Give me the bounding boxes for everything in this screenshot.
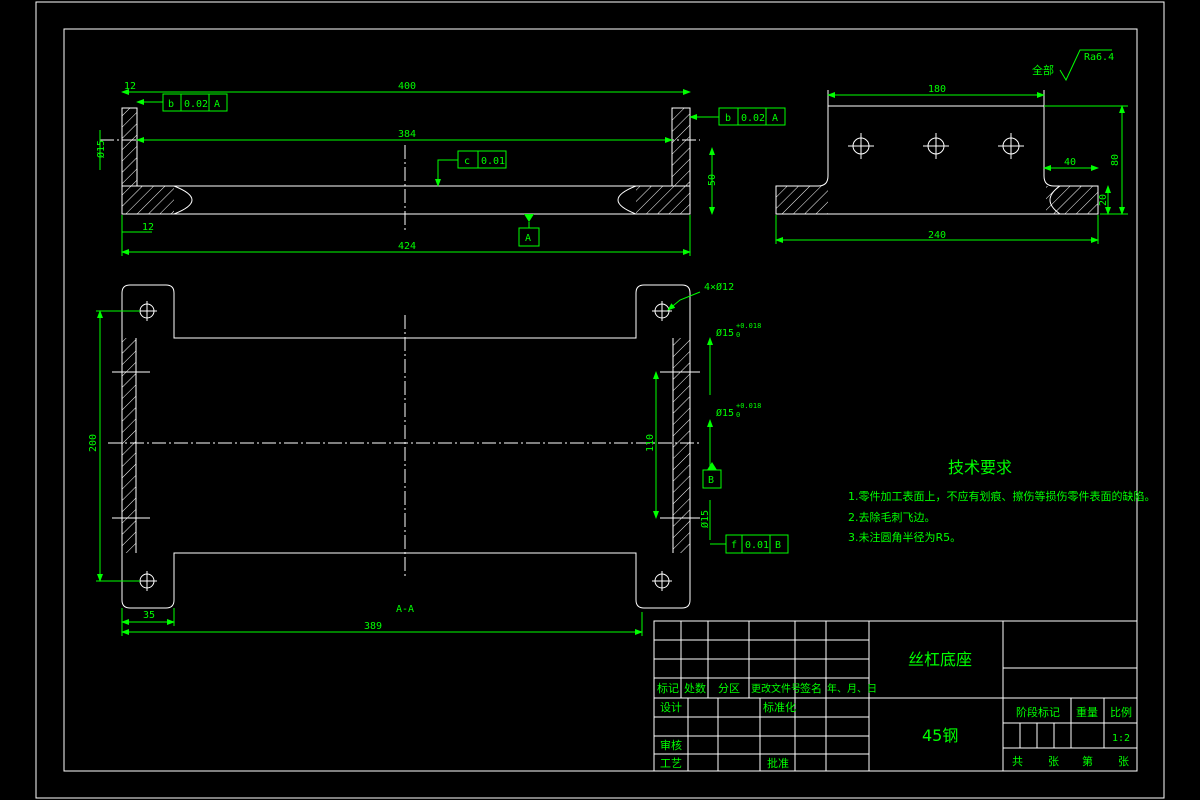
hdr-doc: 更改文件号 [751, 682, 801, 695]
dim-180: 180 [928, 84, 946, 95]
hdr-date: 年、月、日 [827, 682, 877, 695]
tech-req-line-1: 1.零件加工表面上，不应有划痕、擦伤等损伤零件表面的缺陷。 [848, 489, 1156, 503]
part-name: 丝杠底座 [908, 650, 972, 669]
row-design: 设计 [660, 701, 682, 714]
dim-12-bottom: 12 [142, 222, 154, 233]
row-review: 审核 [660, 738, 682, 752]
gtol-right-val: 0.02 [741, 113, 765, 124]
top-view [99, 89, 786, 256]
dim-20: 20 [1098, 194, 1109, 206]
gtol-bottom-datum: B [775, 540, 781, 551]
gtol-left-datum: A [214, 99, 220, 110]
dim-35: 35 [143, 610, 155, 621]
tech-req-line-2: 2.去除毛刺飞边。 [848, 510, 936, 524]
dim-hole-mid: Ø15 [716, 407, 734, 419]
tech-req-line-3: 3.未注圆角半径为R5。 [848, 530, 961, 544]
scale-value: 1:2 [1112, 733, 1130, 744]
holes-note: 4×Ø12 [704, 281, 734, 293]
dim-240: 240 [928, 230, 946, 241]
roughness-all: 全部 [1032, 63, 1054, 77]
sheet-unit-1: 张 [1048, 755, 1059, 768]
dim-110: 110 [645, 434, 656, 452]
gtol-center-sym: c [464, 156, 470, 167]
roughness-value: Ra6.4 [1084, 52, 1114, 63]
gtol-left-sym: b [168, 99, 174, 110]
dim-384: 384 [398, 129, 416, 140]
outer-frame [35, 1, 1165, 799]
hdr-zone: 分区 [718, 682, 740, 695]
sheet-no: 第 [1082, 754, 1093, 768]
dim-hole-low: Ø15 [699, 510, 711, 528]
dim-12-top: 12 [124, 81, 136, 92]
tol-mid-low: 0 [736, 411, 740, 419]
gtol-center-val: 0.01 [481, 156, 505, 167]
title-block [653, 620, 1138, 772]
stage-mark: 阶段标记 [1016, 705, 1060, 719]
gtol-right-sym: b [725, 113, 731, 124]
hdr-mark: 标记 [657, 681, 679, 695]
gtol-bottom-sym: f [731, 540, 737, 551]
hdr-sign: 签名 [800, 681, 822, 695]
dim-200: 200 [88, 434, 99, 452]
side-view [775, 49, 1128, 244]
scale-label: 比例 [1110, 705, 1132, 719]
inner-frame [63, 28, 1138, 772]
weight: 重量 [1076, 705, 1098, 719]
tech-req-title: 技术要求 [948, 458, 1012, 477]
gtol-right-datum: A [772, 113, 778, 124]
plan-view [96, 284, 789, 636]
tol-mid: +0.018 [736, 402, 761, 410]
dim-400: 400 [398, 81, 416, 92]
gtol-left-val: 0.02 [184, 99, 208, 110]
datum-b: B [708, 475, 714, 486]
material: 45钢 [922, 726, 958, 745]
tol-top-low: 0 [736, 331, 740, 339]
dim-424: 424 [398, 241, 416, 252]
dim-hole-top: Ø15 [716, 327, 734, 339]
dim-50: 50 [707, 174, 718, 186]
tol-top: +0.018 [736, 322, 761, 330]
sheet-unit-2: 张 [1118, 755, 1129, 768]
row-approve: 批准 [767, 756, 789, 770]
hdr-count: 处数 [684, 682, 706, 695]
dim-hole-15: Ø15 [95, 140, 107, 158]
datum-a: A [525, 233, 531, 244]
sheet-total: 共 [1012, 755, 1023, 768]
row-process: 工艺 [660, 757, 682, 770]
dim-389: 389 [364, 621, 382, 632]
section-label: A-A [396, 604, 414, 615]
dim-40: 40 [1064, 157, 1076, 168]
row-standard: 标准化 [763, 700, 796, 714]
gtol-bottom-val: 0.01 [745, 540, 769, 551]
dim-80: 80 [1110, 154, 1121, 166]
